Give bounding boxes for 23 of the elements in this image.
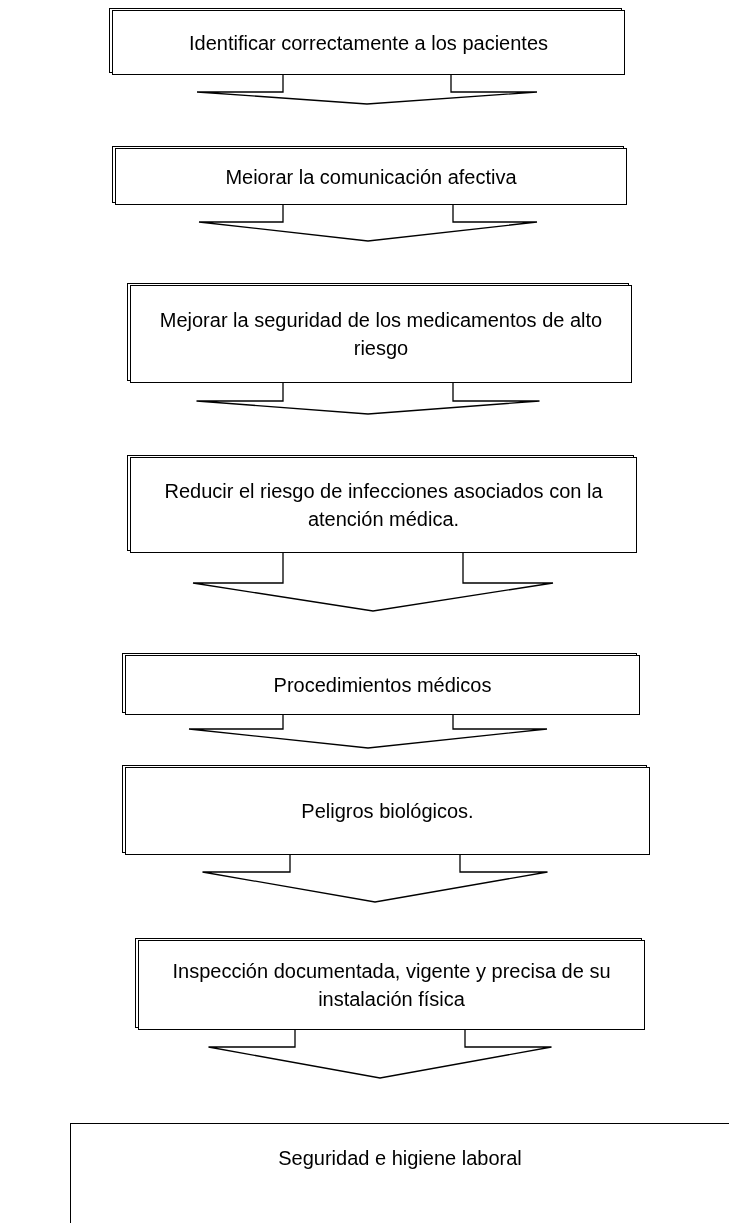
box-text: Mejorar la seguridad de los medicamentos de alto riesgo	[158, 308, 604, 361]
block-arrow	[198, 204, 538, 242]
box-text: Reducir el riesgo de infecciones asociados con la atención médica.	[163, 479, 604, 532]
process-box	[138, 940, 645, 1030]
box-text: Seguridad e higiene laboral	[278, 1146, 522, 1171]
box-text: Meiorar la comunicación afectiva	[225, 164, 517, 190]
box-text: Procedimientos médicos	[273, 673, 492, 698]
process-box	[130, 285, 632, 383]
process-box	[112, 10, 625, 75]
block-arrow	[192, 552, 554, 612]
process-box	[130, 457, 637, 553]
block-arrow	[207, 1029, 553, 1079]
box-text: Identificar correctamente a los pacientes	[188, 30, 549, 56]
block-arrow	[201, 854, 549, 903]
box-text: Inspección documentada, vigente y precisa de su instalación física	[171, 959, 612, 1012]
process-box	[70, 1123, 729, 1223]
box-text: Peligros biológicos.	[301, 799, 474, 824]
process-box	[125, 655, 640, 715]
block-arrow	[195, 382, 541, 415]
block-arrow	[196, 74, 538, 105]
process-box	[115, 148, 627, 205]
process-box	[125, 767, 650, 855]
block-arrow	[188, 714, 548, 749]
